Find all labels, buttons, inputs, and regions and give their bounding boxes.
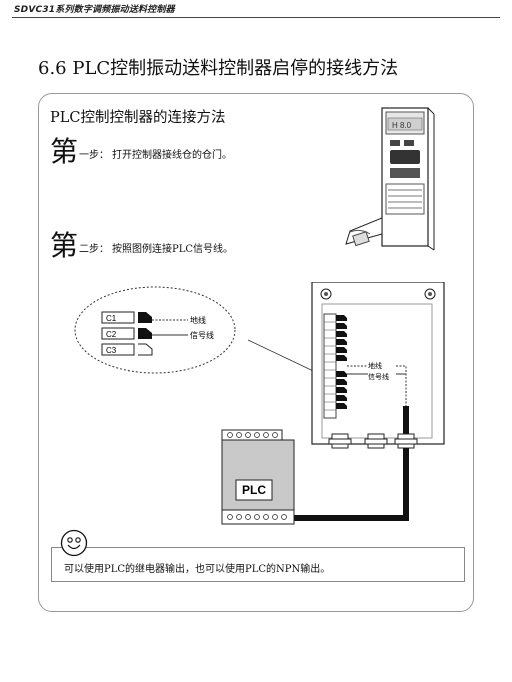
step-1-num: 一步： — [79, 150, 110, 161]
step-2: 第二步：按照图例连接PLC信号线。 — [50, 232, 233, 260]
controller-signal-label: 信号线 — [368, 372, 389, 381]
step-1: 第一步：打开控制器接线仓的仓门。 — [50, 138, 232, 166]
section-title: 6.6 PLC控制振动送料控制器启停的接线方法 — [38, 58, 399, 79]
device-display-readout: H 8.0 — [392, 121, 412, 130]
controller-ground-label: 地线 — [368, 361, 382, 370]
smiley-icon — [60, 529, 88, 557]
card-heading: PLC控制控制器的连接方法 — [50, 110, 226, 126]
plc-module: PLC — [221, 429, 295, 525]
device-illustration: H 8.0 — [345, 107, 435, 251]
zoom-ellipse — [74, 286, 236, 374]
plc-label: PLC — [242, 483, 266, 497]
zoom-signal-label: 信号线 — [190, 330, 214, 340]
note-box — [51, 547, 465, 582]
terminal-c2-label: C2 — [106, 330, 117, 339]
header-title: SDVC31系列数字调频振动送料控制器 — [14, 5, 175, 15]
cable-gland-middle — [364, 433, 388, 449]
terminal-c1-label: C1 — [106, 314, 117, 323]
step-1-text: 打开控制器接线仓的仓门。 — [112, 150, 233, 161]
step-2-char: 第 — [50, 229, 79, 262]
step-2-num: 二步： — [79, 244, 110, 255]
step-1-char: 第 — [50, 135, 79, 168]
header-rule — [12, 17, 500, 18]
note-text: 可以使用PLC的继电器输出，也可以使用PLC的NPN输出。 — [64, 564, 331, 575]
step-2-text: 按照图例连接PLC信号线。 — [112, 244, 234, 255]
signal-cable — [294, 448, 409, 521]
terminal-c3-label: C3 — [106, 346, 117, 355]
cable-gland-left — [328, 433, 352, 449]
wiring-diagram: C1 C2 C3 地线 信号线 地线 信号线 — [74, 282, 445, 525]
zoom-ground-label: 地线 — [190, 315, 206, 325]
cable-gland-right — [394, 433, 418, 449]
